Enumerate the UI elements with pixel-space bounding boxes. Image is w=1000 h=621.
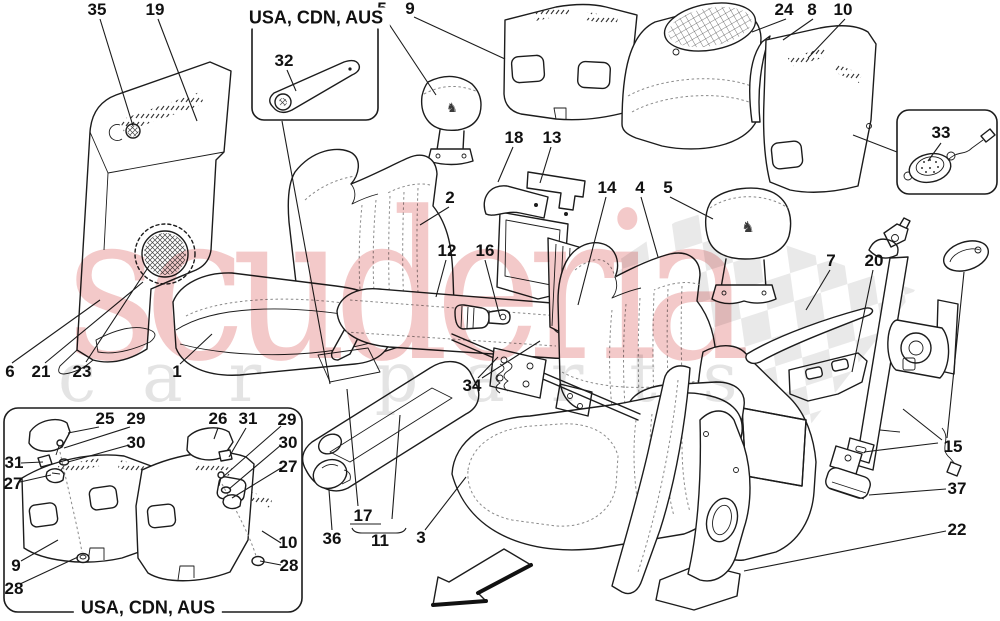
callout-27-left: 27 [3,474,23,493]
part-console-trim [301,347,480,492]
callout-26: 26 [208,409,228,428]
callout-6: 6 [5,362,15,381]
callout-7: 7 [826,251,836,270]
callout-17: 17 [353,506,373,525]
callout-9-shelf: 9 [405,0,415,18]
callout-30-right: 30 [278,433,298,452]
part-shelf-panel-left [503,3,638,121]
callout-27-right: 27 [278,457,298,476]
callout-32: 32 [274,51,294,70]
part-shelf-side-panel-right [135,451,272,582]
region-label-bottom: USA, CDN, AUS [73,597,223,619]
callout-10-box: 10 [278,533,298,552]
callout-15: 15 [943,437,963,456]
callout-35: 35 [87,0,107,19]
callout-29-left: 29 [126,409,146,428]
callout-20: 20 [864,251,884,270]
part-shelf-panel-center [621,2,762,150]
speaker-grille-oval-icon [668,6,752,48]
part-quarter-trim-lower [611,365,751,611]
region-label-top: USA, CDN, AUS [241,7,391,29]
callout-31-right: 31 [238,409,258,428]
part-headrest-right: ♞ [704,187,792,305]
callout-5-headrest-right: 5 [663,178,673,197]
callout-34: 34 [462,376,482,395]
part-hinge-bracket-34 [451,333,641,421]
part-anchor-kit-left [28,418,90,564]
callout-8: 8 [807,0,817,19]
callout-19: 19 [145,0,165,19]
callout-23: 23 [72,362,92,381]
part-buzzer-33 [903,128,996,184]
part-side-trim-panel-left [58,61,232,375]
callout-17-bracket [350,523,407,534]
part-anchor-kit-right [186,427,265,567]
callout-29-right: 29 [277,410,297,429]
part-belt-guide-trim-32 [269,59,361,114]
callout-22: 22 [947,520,967,539]
callout-24: 24 [774,0,794,19]
callout-1: 1 [172,362,182,381]
callout-11: 11 [371,531,389,550]
part-shelf-panel-right [748,25,877,193]
direction-arrow-icon [431,548,533,607]
part-headrest-left: ♞ [420,75,482,166]
callout-21: 21 [31,362,51,381]
part-buckle-37 [825,445,871,500]
callout-33: 33 [931,123,951,142]
grommet-icon [127,125,139,137]
ferrari-horse-icon: ♞ [741,218,754,236]
callout-12: 12 [437,241,457,260]
callout-3: 3 [416,528,426,547]
callout-30-left: 30 [126,433,146,452]
callout-13: 13 [542,128,562,147]
callout-4: 4 [635,178,645,197]
callout-2: 2 [445,188,455,207]
callout-28-left: 28 [4,579,24,598]
leader-lines [11,16,965,585]
callout-16: 16 [475,241,495,260]
callout-10-shelf: 10 [833,0,853,19]
callout-14: 14 [597,178,617,197]
callout-25: 25 [95,409,115,428]
callout-31-left: 31 [4,453,24,472]
ferrari-horse-icon: ♞ [446,101,458,116]
part-seatbelt-assembly [845,217,989,477]
callout-37: 37 [947,479,967,498]
callout-36: 36 [322,529,342,548]
callout-9-box: 9 [11,556,21,575]
callout-18: 18 [504,128,524,147]
callout-28-right: 28 [279,556,299,575]
speaker-grille-icon [144,233,186,275]
